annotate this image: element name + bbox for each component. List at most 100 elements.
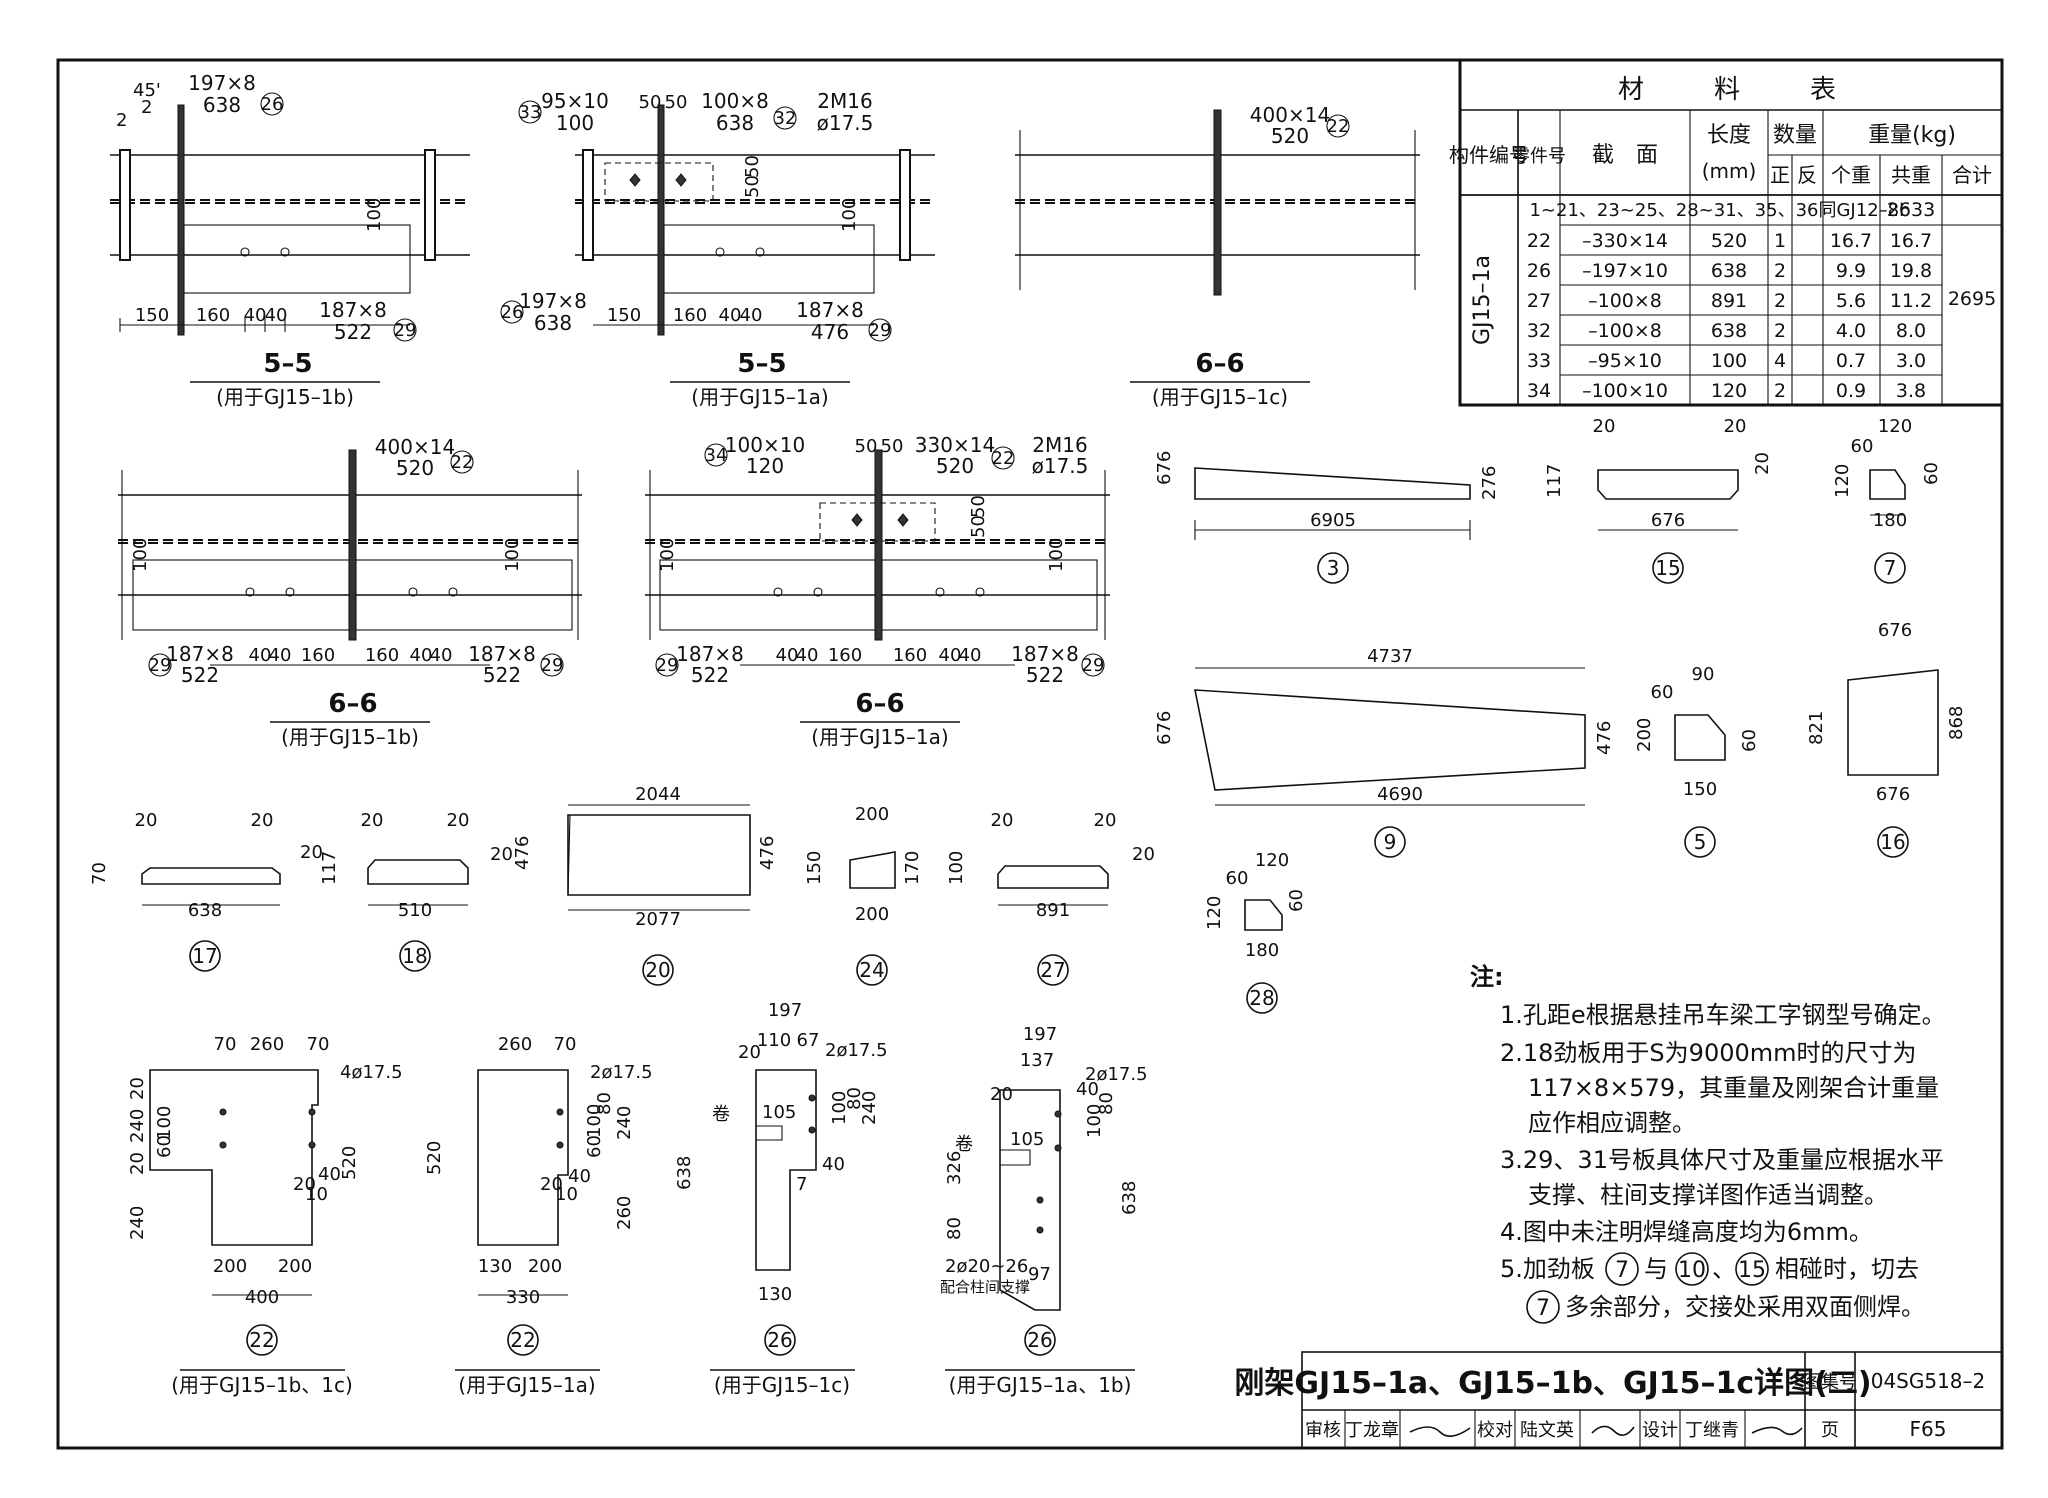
dim-left: 476 xyxy=(512,836,533,870)
cell-section: –100×8 xyxy=(1588,290,1662,312)
part-26-1a-1b: 197 137 2ø17.5 638 326 80 100 80 105 40 … xyxy=(940,1024,1148,1397)
label-2o20: 2ø20~26 xyxy=(945,1256,1028,1277)
chamfer-right: 20 xyxy=(251,810,274,831)
dim-100: 100 xyxy=(364,198,385,232)
design-label: 设计 xyxy=(1642,1420,1678,1441)
header-member: 构件编号 xyxy=(1449,143,1529,167)
dim-40: 40 xyxy=(1076,1079,1099,1100)
dim-width: 676 xyxy=(1651,510,1685,531)
dim-50d: 50 xyxy=(968,515,989,538)
dim-200a: 200 xyxy=(213,1256,247,1277)
cell-section: –197×10 xyxy=(1582,260,1668,282)
hole-label: 4ø17.5 xyxy=(340,1062,403,1083)
dim-240a: 240 xyxy=(127,1109,148,1143)
header-w-sum: 合计 xyxy=(1952,163,1992,187)
note-5b-circle-7: 7 xyxy=(1536,1296,1550,1321)
part-22-1b-1c: 70 260 70 4ø17.5 20 240 100 60 20 240 52… xyxy=(127,1034,403,1397)
cell-part: 34 xyxy=(1527,380,1551,402)
part-sub: (用于GJ15–1a) xyxy=(458,1373,595,1397)
weld-2: 2 xyxy=(116,110,127,131)
dim-50c: 50 xyxy=(968,495,989,518)
dim-height: 100 xyxy=(946,851,967,885)
dim-70a: 70 xyxy=(214,1034,237,1055)
cell-part: 27 xyxy=(1527,290,1551,312)
dim-10: 10 xyxy=(305,1184,328,1205)
header-length: 长度 xyxy=(1707,123,1751,148)
header-part: 零件号 xyxy=(1512,146,1566,167)
cell-total: 8.0 xyxy=(1896,320,1926,342)
dim-40c: 40 xyxy=(410,645,433,666)
dim-bottom: 200 xyxy=(855,904,889,925)
dim-100: 100 xyxy=(154,1106,175,1140)
dim-100b: 100 xyxy=(1046,538,1067,572)
part-24: 200 200 150 170 24 xyxy=(804,804,923,986)
dim-260r: 260 xyxy=(614,1196,635,1230)
material-table: 材 料 表 构件编号 零件号 截 面 长度 (mm) 数量 正 反 重量(kg)… xyxy=(1449,58,2004,407)
notes-head: 注: xyxy=(1470,963,1504,991)
section-sub: (用于GJ15–1b) xyxy=(216,385,354,409)
dim-100: 100 xyxy=(839,198,860,232)
dim-326: 326 xyxy=(944,1151,965,1185)
note-3b: 支撑、柱间支撑详图作适当调整。 xyxy=(1528,1181,1888,1209)
dim-40: 40 xyxy=(776,645,799,666)
cell-part: 33 xyxy=(1527,350,1551,372)
part-20: 2044 2077 476 476 20 xyxy=(512,784,778,986)
span-row-weight: 2633 xyxy=(1887,199,1935,221)
bolt-2m16: 2M16 xyxy=(817,89,872,113)
dim-638: 638 xyxy=(674,1156,695,1190)
member-code: GJ15–1a xyxy=(1470,255,1495,345)
dim-right: 476 xyxy=(757,836,778,870)
hole-label: 2ø17.5 xyxy=(1085,1064,1148,1085)
section-6-6-1a: 40 40 160 160 40 40 100 100 34 100×10 12… xyxy=(645,433,1110,749)
cell-length: 638 xyxy=(1711,260,1747,282)
cell-each: 5.6 xyxy=(1836,290,1866,312)
dim-bottom: 4690 xyxy=(1377,784,1423,805)
dim-top: 676 xyxy=(1878,620,1912,641)
section-sub: (用于GJ15–1c) xyxy=(1152,385,1288,409)
section-title: 5–5 xyxy=(263,349,312,379)
bolt-2m16: 2M16 xyxy=(1032,433,1087,457)
note-2a: 2.18劲板用于S为9000mm时的尺寸为 xyxy=(1500,1039,1917,1067)
part-sub: (用于GJ15–1a、1b) xyxy=(949,1373,1132,1397)
cell-qty: 2 xyxy=(1774,380,1786,402)
reviewer-name: 丁龙章 xyxy=(1345,1420,1399,1441)
dim-width: 150 xyxy=(1683,779,1717,800)
plate-187x8: 187×8 xyxy=(676,642,744,666)
part-9: 4737 4690 676 476 9 xyxy=(1154,646,1615,858)
dim-20c: 20 xyxy=(293,1174,316,1195)
dim-160: 160 xyxy=(673,305,707,326)
dim-97: 97 xyxy=(1028,1264,1051,1285)
note-4: 4.图中未注明焊缝高度均为6mm。 xyxy=(1500,1218,1873,1246)
cell-each: 4.0 xyxy=(1836,320,1866,342)
plate-400x14: 400×14 xyxy=(375,435,455,459)
hole-label: 2ø17.5 xyxy=(825,1040,888,1061)
dim-height: 117 xyxy=(1544,464,1565,498)
part-circle-32: 32 xyxy=(774,108,797,129)
part-sub: (用于GJ15–1c) xyxy=(714,1373,850,1397)
dim-197: 197 xyxy=(1023,1024,1057,1045)
dim-40b: 40 xyxy=(796,645,819,666)
note-5b: 多余部分，交接处采用双面侧焊。 xyxy=(1565,1293,1925,1321)
part-16: 676 676 821 868 16 xyxy=(1806,620,1967,858)
dim-top: 120 xyxy=(1878,416,1912,437)
page-number: F65 xyxy=(1910,1417,1947,1441)
part-circle-22: 22 xyxy=(992,448,1015,469)
cell-each: 9.9 xyxy=(1836,260,1866,282)
part-28: 120 60 120 60 180 28 xyxy=(1204,850,1307,1014)
angle-45: 45' xyxy=(133,80,161,101)
part-circle-29: 29 xyxy=(149,655,172,676)
dim-top: 4737 xyxy=(1367,646,1413,667)
plate-187x8: 187×8 xyxy=(166,642,234,666)
plate-330x14: 330×14 xyxy=(915,433,995,457)
section-sub: (用于GJ15–1b) xyxy=(281,725,419,749)
note-5-sep: 、 xyxy=(1712,1255,1736,1283)
chamfer-side: 20 xyxy=(490,844,513,865)
plate-100x8: 100×8 xyxy=(701,89,769,113)
dim-400: 400 xyxy=(245,1287,279,1308)
bot-plate: 187×8 xyxy=(319,298,387,322)
part-number: 24 xyxy=(859,958,884,982)
dim-638: 638 xyxy=(1119,1181,1140,1215)
dim-160b: 160 xyxy=(365,645,399,666)
